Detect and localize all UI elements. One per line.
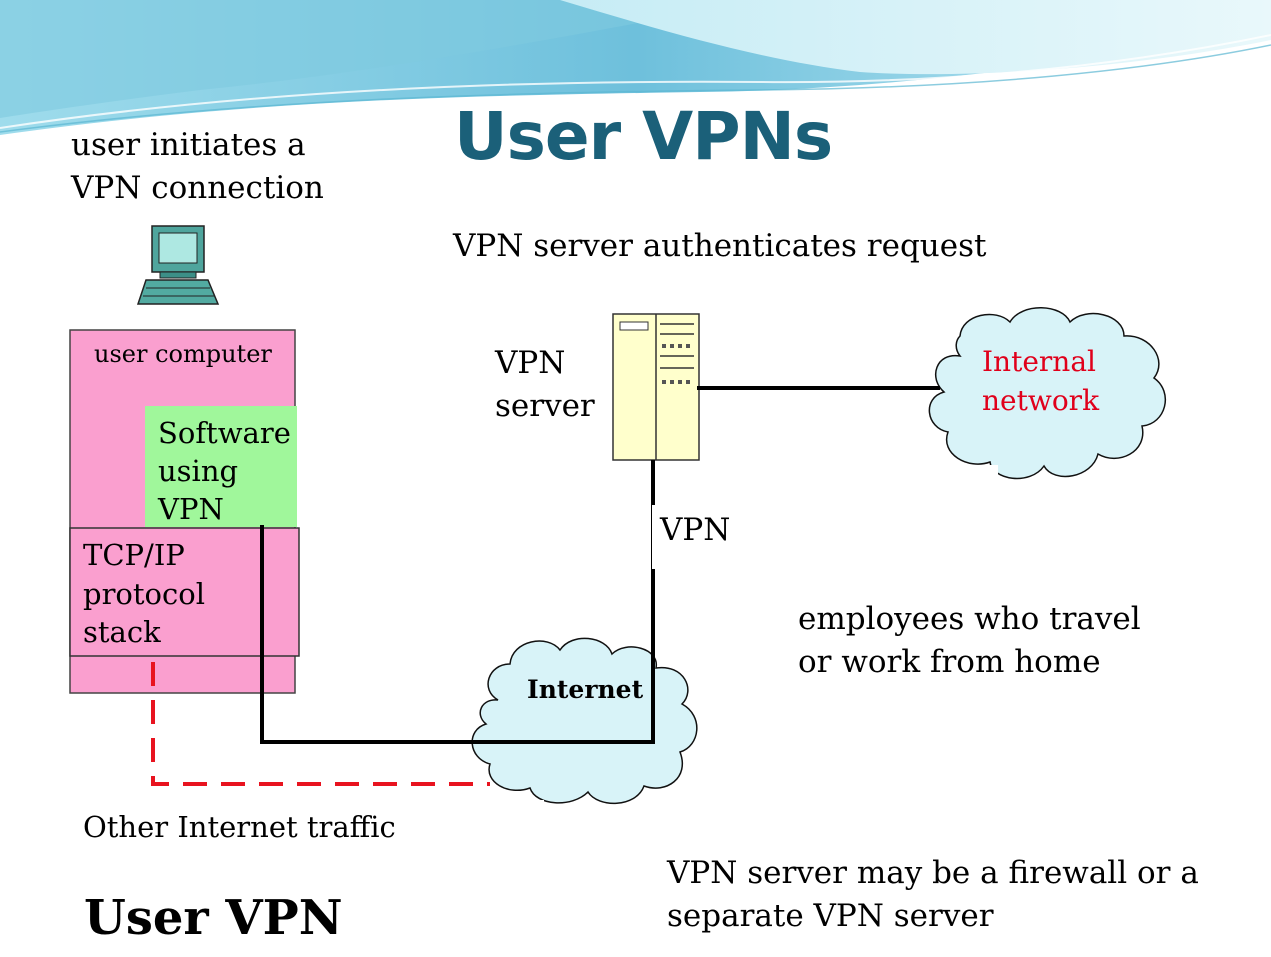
internet-cloud	[471, 637, 698, 805]
user-computer-label: user computer	[94, 340, 272, 368]
software-using-vpn-box	[145, 406, 297, 527]
label-line: stack	[83, 615, 161, 649]
employees-caption: employees who travel or work from home	[798, 598, 1141, 684]
other-traffic-label: Other Internet traffic	[83, 810, 396, 844]
firewall-caption: VPN server may be a firewall or a separa…	[667, 852, 1199, 938]
label-line: TCP/IP	[83, 538, 185, 572]
vpn-server-label: VPN server	[495, 342, 595, 428]
computer-icon	[136, 225, 220, 305]
label-line: using	[158, 454, 239, 488]
server-authenticates-caption: VPN server authenticates request	[453, 228, 987, 264]
label-line: Software	[158, 416, 291, 450]
internal-network-cloud	[928, 307, 1167, 480]
vpn-tunnel-line	[260, 460, 655, 744]
label-line: server	[495, 388, 595, 424]
user-initiates-caption: user initiates a VPN connection	[71, 124, 324, 210]
caption-line: separate VPN server	[667, 898, 994, 934]
blank-patch	[937, 465, 998, 555]
label-line: VPN	[158, 492, 224, 526]
caption-line: VPN server may be a firewall or a	[667, 855, 1199, 891]
vpn-server-icon	[612, 313, 700, 461]
other-traffic-label-box	[70, 800, 544, 864]
caption-line: VPN connection	[71, 170, 324, 206]
software-using-vpn-label: Software using VPN	[158, 414, 291, 528]
vpn-server-label-box	[483, 330, 605, 440]
label-line: Internal	[982, 345, 1096, 378]
slide-title: User VPNs	[454, 98, 833, 175]
caption-line: user initiates a	[71, 127, 306, 163]
internet-label: Internet	[527, 675, 644, 704]
label-line: protocol	[83, 576, 205, 611]
label-line: network	[982, 384, 1100, 417]
caption-line: or work from home	[798, 644, 1101, 680]
tcpip-stack-label: TCP/IP protocol stack	[83, 536, 205, 652]
header-wave-decoration	[0, 0, 1271, 135]
internal-network-label: Internal network	[982, 342, 1099, 420]
caption-line: employees who travel	[798, 601, 1141, 637]
vpn-link-label: VPN	[660, 512, 731, 548]
vpn-link-label-box	[652, 505, 750, 569]
other-traffic-dashed-line	[151, 662, 490, 786]
slide-subtitle: User VPN	[84, 890, 343, 946]
label-line: VPN	[495, 345, 566, 381]
